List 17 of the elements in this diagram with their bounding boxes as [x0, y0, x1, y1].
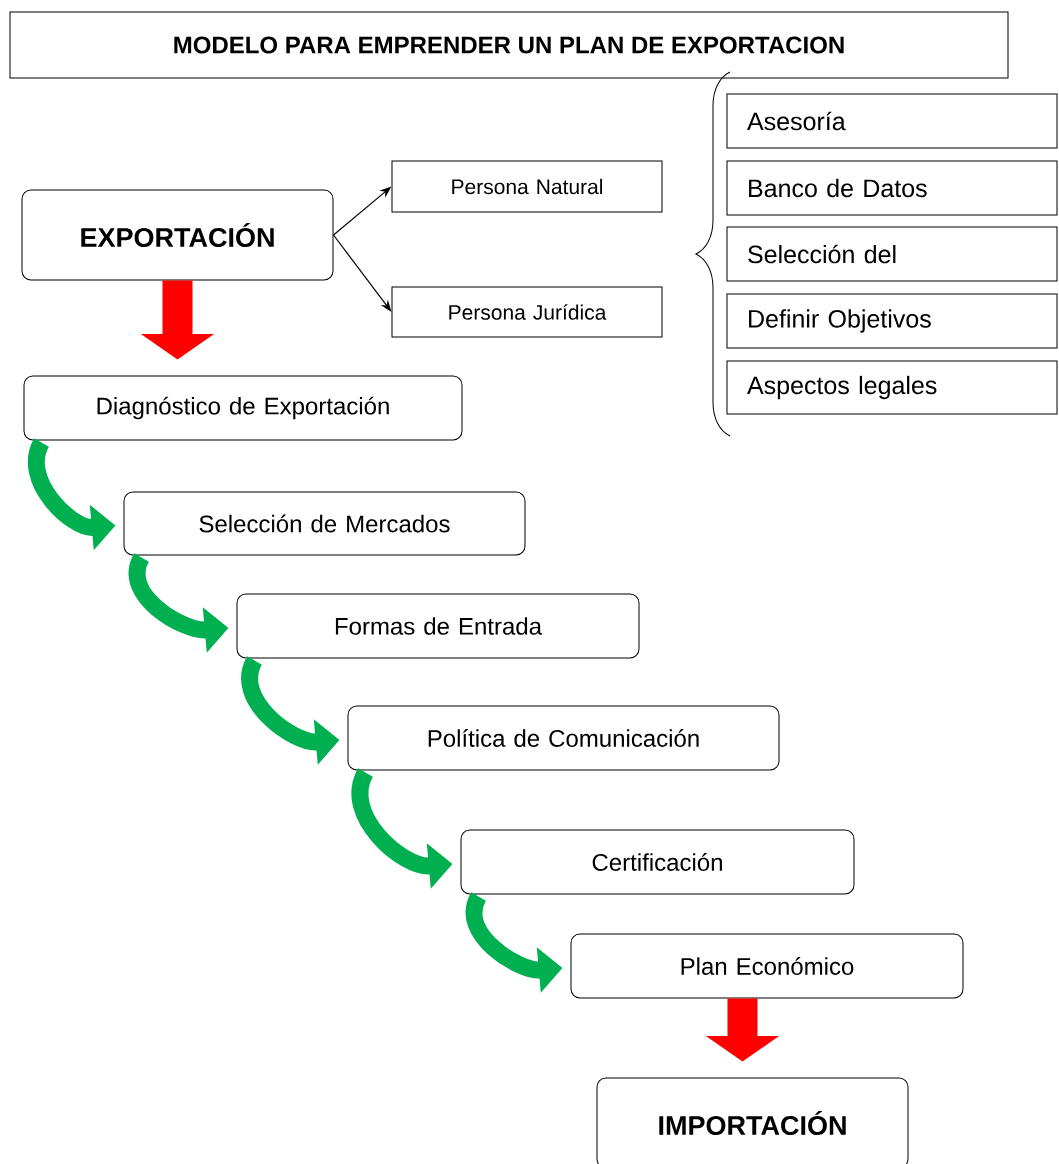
text-box: Definir Objetivos [726, 293, 1058, 349]
text-box: Persona Natural [391, 160, 663, 213]
text-box: Asesoría [726, 93, 1058, 149]
text-box: Persona Jurídica [391, 286, 663, 338]
rounded-box: Diagnóstico de Exportación [23, 375, 463, 441]
text-box: Aspectos legales [726, 360, 1058, 415]
rounded-box: Plan Económico [570, 933, 964, 999]
rounded-box: EXPORTACIÓN [21, 189, 334, 281]
rounded-box: Selección de Mercados [123, 491, 526, 556]
title-box: MODELO PARA EMPRENDER UN PLAN DE EXPORTACION [9, 11, 1009, 79]
rounded-box: Formas de Entrada [236, 593, 640, 659]
text-box: Selección del [726, 226, 1058, 282]
rounded-box: Certificación [460, 829, 855, 895]
rounded-box: IMPORTACIÓN [596, 1077, 909, 1164]
arrow [332, 234, 392, 312]
rounded-box: Política de Comunicación [347, 705, 780, 771]
text-box: Banco de Datos [726, 160, 1058, 216]
